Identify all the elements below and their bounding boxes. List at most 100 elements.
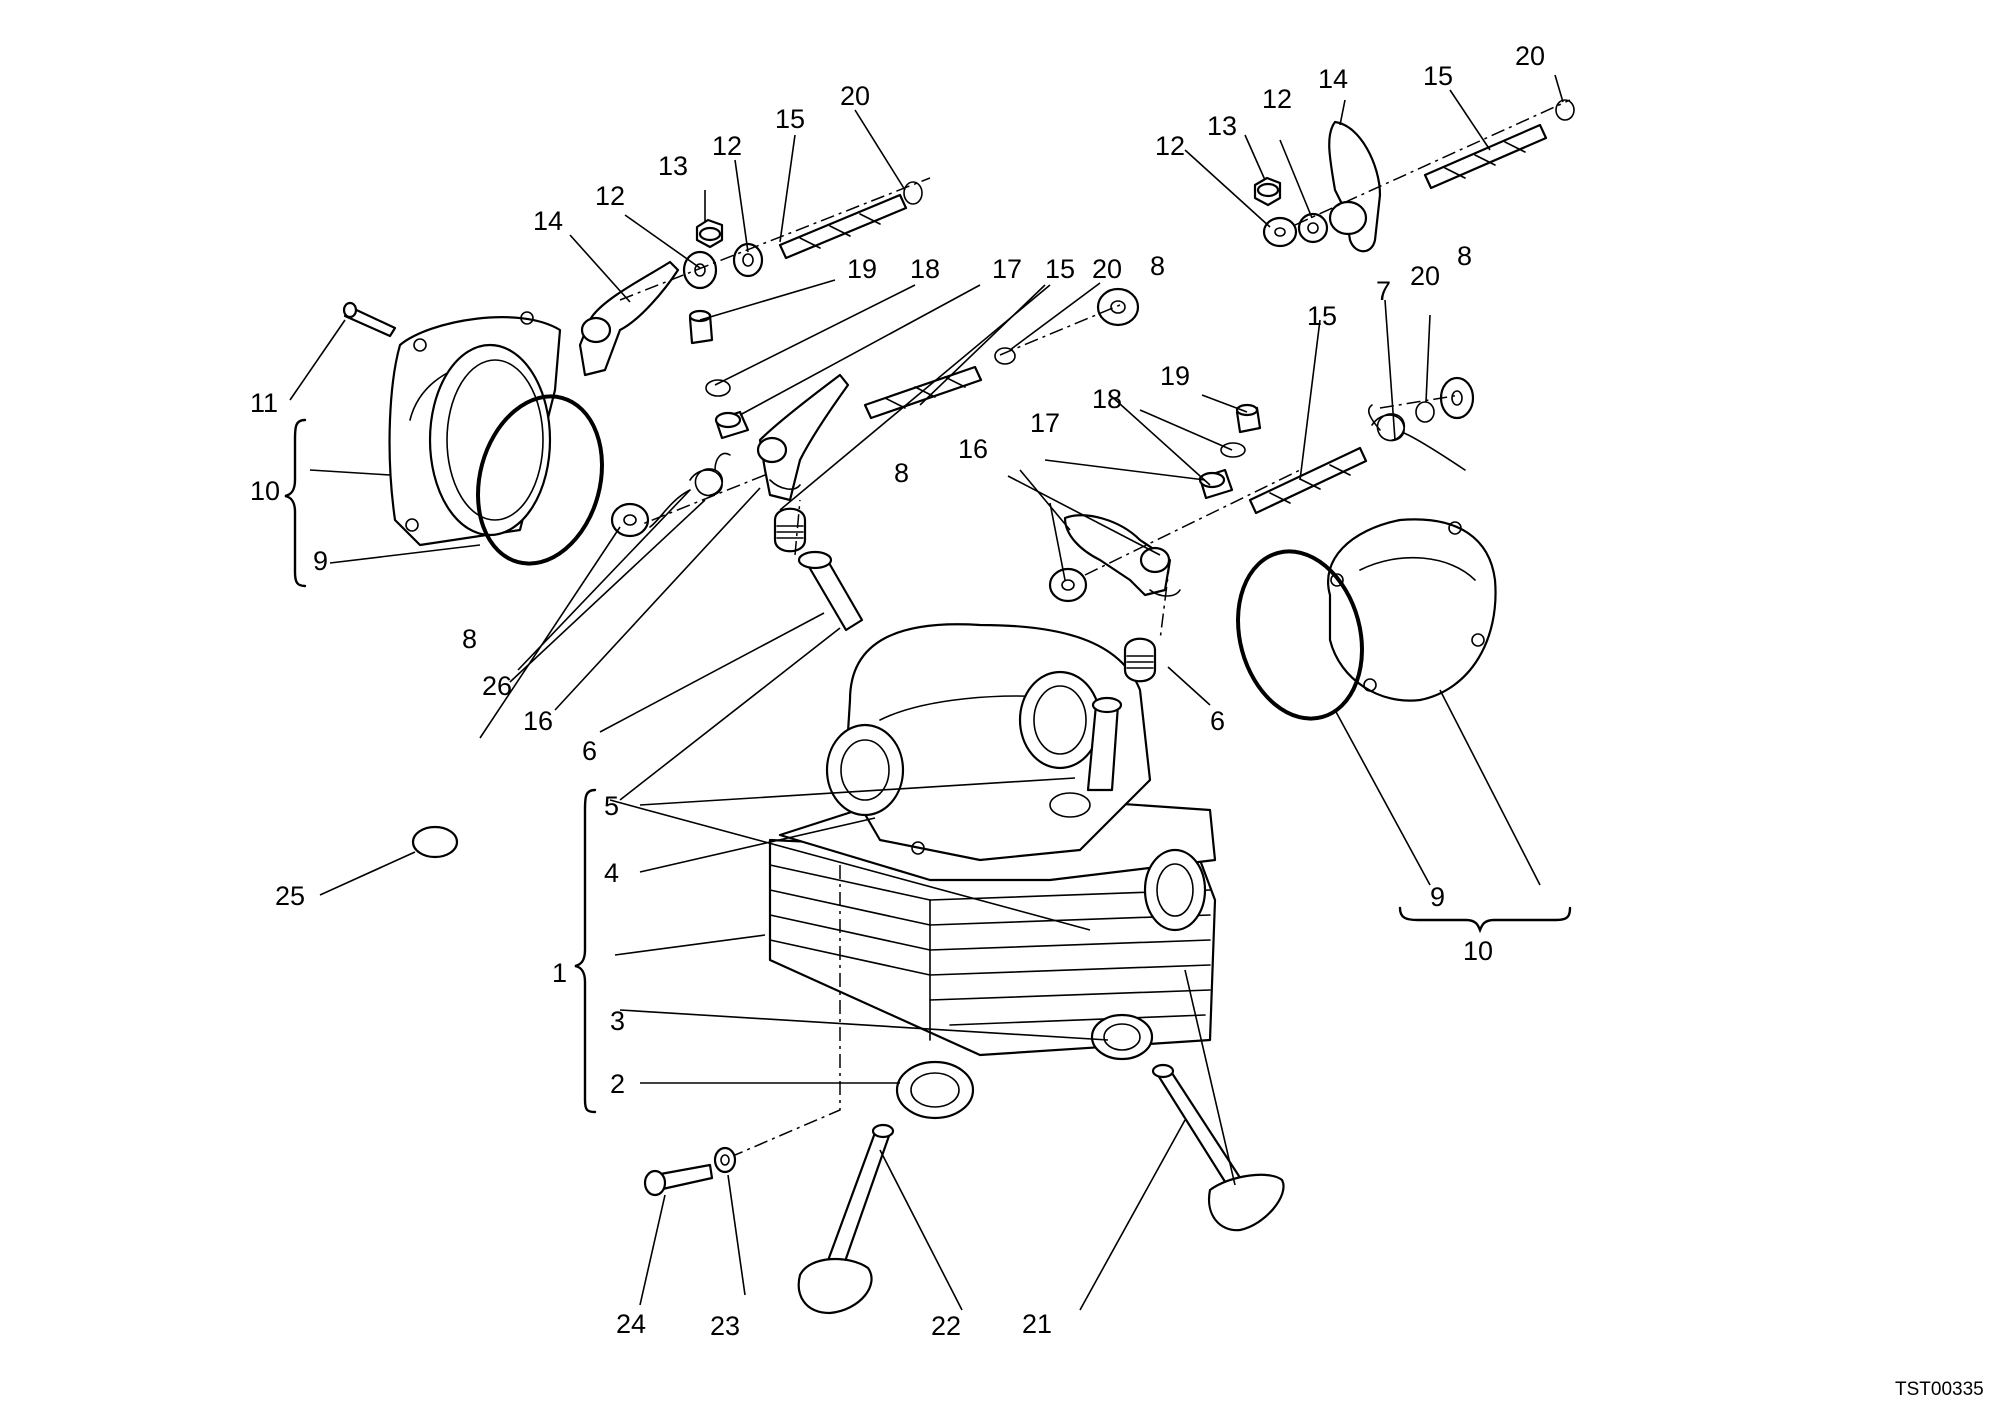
- rocker-shaft-lower-right: [1248, 446, 1368, 515]
- cylinder-head: [768, 623, 1217, 1057]
- circlip-middle-right: [1415, 401, 1435, 423]
- callout-13-right: 13: [1207, 111, 1237, 141]
- callout-15-lower-right: 15: [1307, 301, 1337, 331]
- callout-23: 23: [710, 1311, 740, 1341]
- right-cover-oring: [1236, 549, 1364, 721]
- callout-6-right: 6: [1210, 706, 1225, 736]
- callout-24: 24: [616, 1309, 646, 1339]
- valve-seat-ring-exhaust: [1090, 1013, 1154, 1061]
- callout-21: 21: [1022, 1309, 1052, 1339]
- callout-8-mid-left: 8: [1150, 251, 1165, 281]
- callout-17-left: 17: [992, 254, 1022, 284]
- callout-25: 25: [275, 881, 305, 911]
- circlip-left: [705, 379, 731, 397]
- callout-19-left: 19: [847, 254, 877, 284]
- callout-18-left: 18: [910, 254, 940, 284]
- washer-middle-left: [1096, 287, 1140, 327]
- callout-10-left: 10: [250, 476, 280, 506]
- callout-12-right-1: 12: [1155, 131, 1185, 161]
- callout-15-mid: 15: [1045, 254, 1075, 284]
- callout-20-left: 20: [840, 81, 870, 111]
- assembly-axis-lines: [619, 99, 1571, 1156]
- callout-8-lower-left: 8: [462, 624, 477, 654]
- bushing-right: [1198, 468, 1234, 500]
- rocker-arm-lower-left: [756, 373, 850, 502]
- rocker-arm-lower-right: [1063, 514, 1181, 597]
- washer-lower-left: [610, 502, 650, 538]
- exhaust-valve: [1151, 1063, 1285, 1232]
- washer-upper-left-2: [732, 242, 764, 278]
- callout-14-right: 14: [1318, 64, 1348, 94]
- callout-9-right: 9: [1430, 882, 1445, 912]
- bushing-upper-left: [695, 218, 724, 249]
- callout-22: 22: [931, 1311, 961, 1341]
- callout-12-left-2: 12: [712, 131, 742, 161]
- callout-12-right-2: 12: [1262, 84, 1292, 114]
- valve-seat-ring-intake: [895, 1060, 975, 1120]
- rocker-arm-upper-right: [1328, 120, 1382, 253]
- rocker-shaft-lower-left: [863, 365, 983, 420]
- brace-cylinder-head: [574, 788, 597, 1114]
- valve-guide-left: [797, 550, 864, 632]
- intake-valve: [797, 1123, 895, 1315]
- torsion-spring-left: [649, 452, 731, 528]
- bushing-upper-right: [1253, 176, 1282, 207]
- callout-4: 4: [604, 858, 619, 888]
- callout-1: 1: [552, 958, 567, 988]
- rocker-shaft-upper-left: [778, 193, 908, 260]
- washer-upper-right-2: [1297, 212, 1329, 244]
- callout-3: 3: [610, 1006, 625, 1036]
- brace-right-cover: [1398, 906, 1572, 934]
- callout-9-left: 9: [313, 546, 328, 576]
- washer-lower-right: [1048, 567, 1088, 603]
- circlip-right: [1220, 442, 1246, 458]
- callout-13-left: 13: [658, 151, 688, 181]
- callout-15-right: 15: [1423, 61, 1453, 91]
- drawing-code: TST00335: [1895, 1379, 1984, 1400]
- callout-7: 7: [1376, 276, 1391, 306]
- callout-17-right: 17: [1030, 408, 1060, 438]
- callout-20-mid: 20: [1092, 254, 1122, 284]
- callout-26: 26: [482, 671, 512, 701]
- circlip-upper-left: [903, 181, 923, 205]
- screw-washer: [713, 1146, 737, 1174]
- circlip-upper-right: [1555, 99, 1575, 121]
- washer-upper-left-1: [682, 250, 718, 290]
- callout-8-right: 8: [1457, 241, 1472, 271]
- callout-2: 2: [610, 1069, 625, 1099]
- rocker-shaft-upper-right: [1423, 123, 1548, 190]
- callout-15-left: 15: [775, 104, 805, 134]
- callout-16-right: 16: [958, 434, 988, 464]
- torsion-spring-right: [1368, 404, 1466, 471]
- callout-20-right: 20: [1515, 41, 1545, 71]
- cylinder-pin-right: [1235, 403, 1262, 434]
- callout-5: 5: [604, 791, 619, 821]
- callout-12-left-1: 12: [595, 181, 625, 211]
- right-valve-cover: [1327, 518, 1497, 702]
- washer-upper-right-1: [1262, 216, 1298, 248]
- callout-20-lower-right: 20: [1410, 261, 1440, 291]
- callout-8-lower-right: 8: [894, 458, 909, 488]
- callout-11: 11: [250, 388, 278, 418]
- callout-14-left: 14: [533, 206, 563, 236]
- left-cover-oring: [476, 394, 604, 566]
- valve-guide-right: [1086, 696, 1123, 792]
- left-valve-cover: [388, 311, 562, 547]
- callout-labels: 1 2 3 4 5 6 6 7 8 8 8 8 9 9 10 10 11 12 …: [250, 41, 1545, 1341]
- cylinder-pin-left: [688, 309, 714, 345]
- brace-left-cover: [284, 418, 307, 588]
- rocker-arm-upper-left: [578, 260, 680, 377]
- circlip-middle-left: [994, 347, 1016, 365]
- callout-16-left: 16: [523, 706, 553, 736]
- cap-screw: [643, 1163, 714, 1197]
- callout-19-right: 19: [1160, 361, 1190, 391]
- callout-10-right: 10: [1463, 936, 1493, 966]
- bushing-left: [714, 410, 750, 440]
- valve-seal-right: [1123, 637, 1157, 683]
- callout-18-right: 18: [1092, 384, 1122, 414]
- callout-6-left: 6: [582, 736, 597, 766]
- plug-cap: [411, 825, 459, 859]
- left-cover-screw: [342, 301, 397, 338]
- leader-lines: [289, 74, 1564, 1311]
